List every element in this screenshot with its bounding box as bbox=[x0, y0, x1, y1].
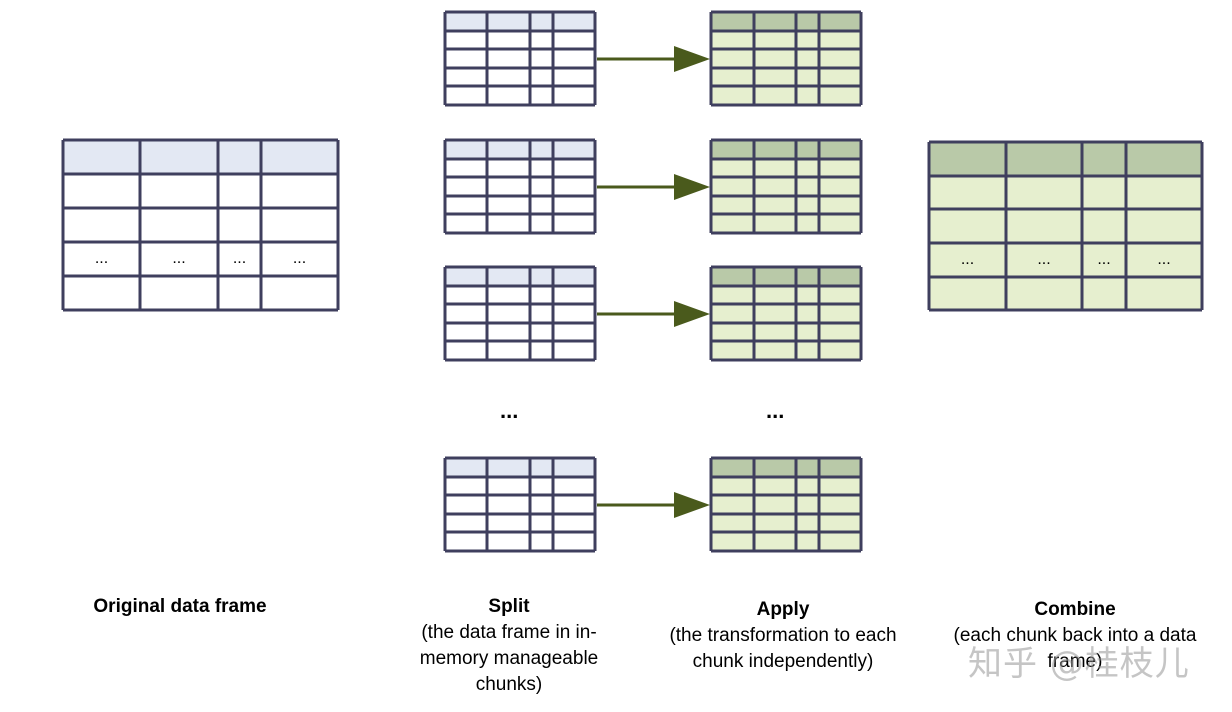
apply-chunk-2-header bbox=[711, 140, 861, 159]
original-table-header bbox=[63, 140, 338, 174]
combine-label: Combine (each chunk back into a data fra… bbox=[950, 597, 1200, 675]
combined-table-cell-ellipsis: ... bbox=[961, 251, 974, 268]
split-chunk-4-header bbox=[445, 458, 595, 477]
combined-table-cell-ellipsis: ... bbox=[1097, 251, 1110, 268]
original-table-cell-ellipsis: ... bbox=[293, 250, 306, 267]
original-table-cell-ellipsis: ... bbox=[172, 250, 185, 267]
original-label: Original data frame bbox=[60, 594, 300, 620]
apply-label-title: Apply bbox=[756, 599, 810, 620]
split-label-sub: (the data frame in in-memory manageable … bbox=[419, 622, 599, 695]
split-ellipsis: ... bbox=[500, 398, 519, 423]
split-chunk-1-header bbox=[445, 12, 595, 31]
arrow-head bbox=[674, 492, 710, 518]
apply-label-sub: (the transformation to each chunk indepe… bbox=[669, 625, 897, 672]
apply-label: Apply (the transformation to each chunk … bbox=[668, 597, 898, 675]
original-label-title: Original data frame bbox=[93, 596, 267, 617]
combined-table-cell-ellipsis: ... bbox=[1157, 251, 1170, 268]
combine-label-title: Combine bbox=[1034, 599, 1116, 620]
apply-chunk-3-header bbox=[711, 267, 861, 286]
split-chunk-3-header bbox=[445, 267, 595, 286]
apply-chunk-4-header bbox=[711, 458, 861, 477]
split-label-title: Split bbox=[488, 596, 530, 617]
watermark: 知乎 @桂枝儿 bbox=[968, 644, 1190, 684]
combined-table-header bbox=[929, 142, 1202, 176]
original-table-cell-ellipsis: ... bbox=[233, 250, 246, 267]
split-chunk-2-header bbox=[445, 140, 595, 159]
arrow-head bbox=[674, 301, 710, 327]
arrow-head bbox=[674, 174, 710, 200]
combined-table-cell-ellipsis: ... bbox=[1037, 251, 1050, 268]
split-label: Split (the data frame in in-memory manag… bbox=[398, 594, 620, 698]
original-table-cell-ellipsis: ... bbox=[95, 250, 108, 267]
combine-label-sub: (each chunk back into a data frame) bbox=[953, 625, 1197, 672]
apply-chunk-1-header bbox=[711, 12, 861, 31]
apply-ellipsis: ... bbox=[766, 398, 785, 423]
arrow-head bbox=[674, 46, 710, 72]
